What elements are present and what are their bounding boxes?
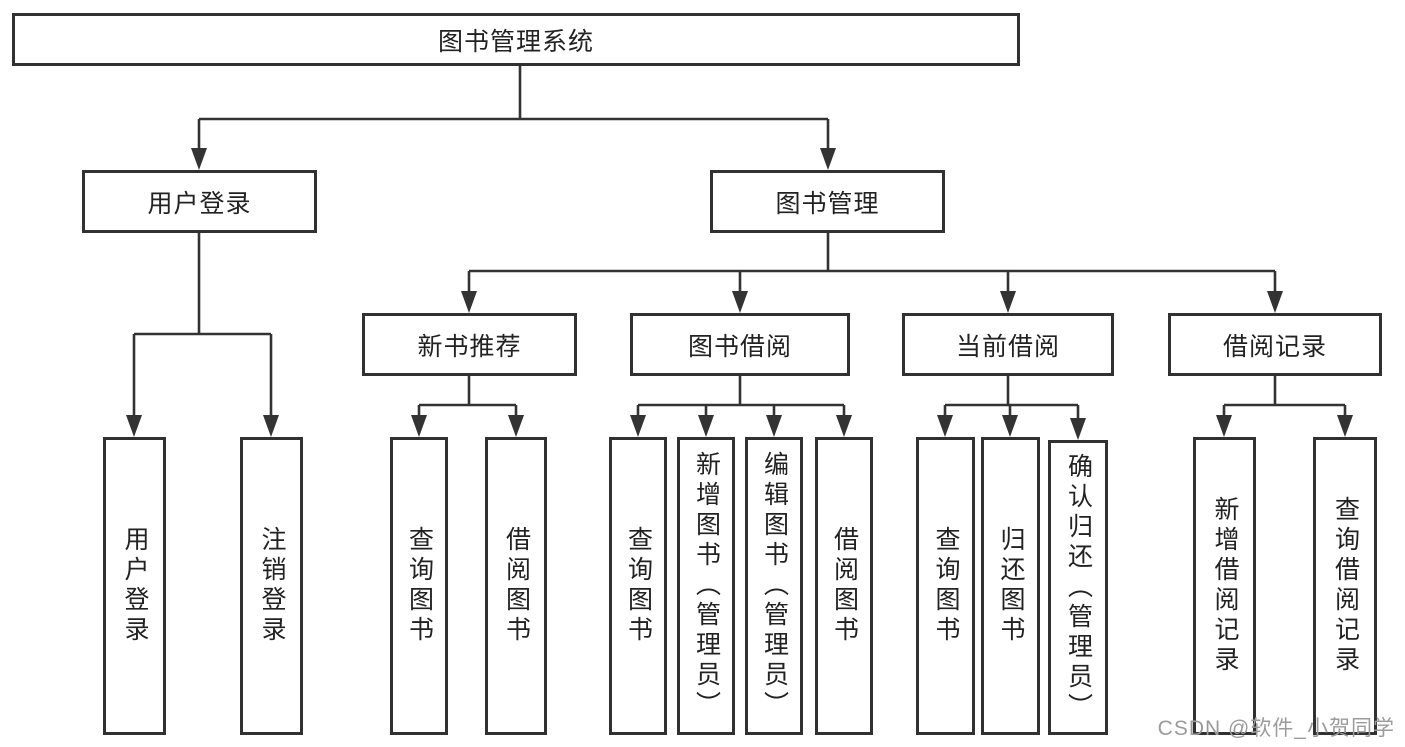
leaf-edit-books-admin: 编辑图书（管理员） <box>745 437 803 735</box>
leaf-return-books: 归还图书 <box>981 437 1040 735</box>
node-label: 借阅记录 <box>1222 332 1327 361</box>
node-library-management-system: 图书管理系统 <box>12 13 1020 66</box>
node-label: 查询图书 <box>405 526 434 646</box>
node-label: 查询图书 <box>624 526 653 646</box>
leaf-borrow-books-borrowing: 借阅图书 <box>815 437 873 735</box>
node-label: 归还图书 <box>997 526 1025 646</box>
node-label: 确认归还（管理员） <box>1064 452 1093 723</box>
leaf-query-books-borrowing: 查询图书 <box>609 437 667 735</box>
node-label: 当前借阅 <box>955 332 1060 361</box>
leaf-query-books-newbooks: 查询图书 <box>390 437 448 735</box>
node-label: 查询借阅记录 <box>1331 496 1360 676</box>
node-current-borrowing: 当前借阅 <box>902 313 1114 376</box>
node-book-management-branch: 图书管理 <box>710 170 945 233</box>
node-borrowing-records: 借阅记录 <box>1168 313 1382 376</box>
node-label: 新增图书（管理员） <box>692 451 721 721</box>
leaf-user-login: 用户登录 <box>103 437 166 735</box>
leaf-confirm-return-admin: 确认归还（管理员） <box>1048 440 1108 735</box>
node-label: 借阅图书 <box>502 526 531 646</box>
node-label: 借阅图书 <box>830 526 859 646</box>
node-label: 用户登录 <box>147 189 252 218</box>
leaf-borrow-books-newbooks: 借阅图书 <box>485 437 547 735</box>
csdn-watermark: CSDN @软件_小贺同学 <box>1157 717 1395 740</box>
node-label: 新增借阅记录 <box>1211 496 1239 676</box>
leaf-query-books-current: 查询图书 <box>916 437 975 735</box>
node-book-borrowing: 图书借阅 <box>630 313 850 376</box>
leaf-add-books-admin: 新增图书（管理员） <box>677 437 735 735</box>
leaf-logout: 注销登录 <box>240 437 303 735</box>
node-label: 注销登录 <box>258 526 286 646</box>
node-user-login-branch: 用户登录 <box>82 170 317 233</box>
node-label: 用户登录 <box>121 526 149 646</box>
node-label: 新书推荐 <box>417 332 522 361</box>
node-label: 编辑图书（管理员） <box>760 451 789 721</box>
node-new-book-recommendation: 新书推荐 <box>362 313 577 376</box>
node-label: 图书管理系统 <box>437 27 594 56</box>
leaf-query-borrow-record: 查询借阅记录 <box>1313 437 1377 735</box>
node-label: 查询图书 <box>932 526 960 646</box>
node-label: 图书借阅 <box>687 332 792 361</box>
node-label: 图书管理 <box>775 189 880 218</box>
leaf-add-borrow-record: 新增借阅记录 <box>1193 437 1256 735</box>
